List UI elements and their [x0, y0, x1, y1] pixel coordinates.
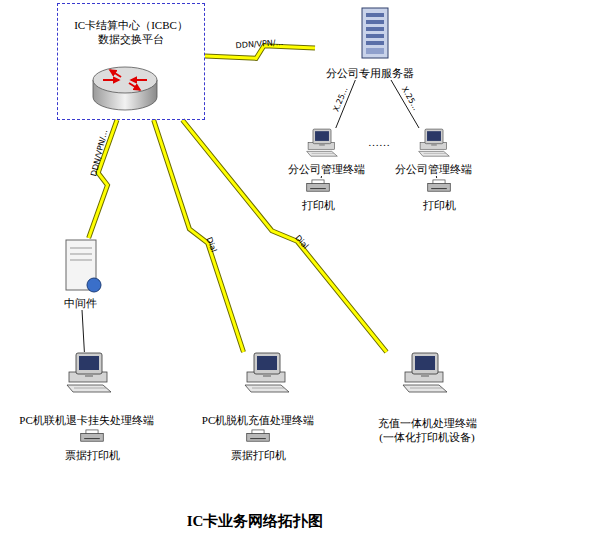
printer-icon [428, 180, 451, 191]
link-label: Dial [204, 235, 218, 253]
server-tower [362, 8, 388, 58]
link-stroke [182, 120, 386, 352]
link-line [321, 176, 322, 178]
link-bolt [182, 120, 386, 352]
printer-node: 打印机 [297, 178, 339, 212]
link-label: Dial [293, 233, 310, 251]
node-label: 分公司管理终端 [395, 162, 472, 176]
bolt-outline [154, 120, 244, 352]
link-stroke [154, 120, 244, 352]
server-base [366, 48, 384, 54]
middleware-slot [70, 254, 92, 255]
router-arrow [129, 83, 140, 90]
node-label: 票据打印机 [65, 448, 120, 462]
node-label: PC机脱机充值处理终端 [202, 413, 314, 427]
node-label: 中间件 [64, 296, 97, 310]
node-label: IC卡结算中心（ICBC） 数据交换平台 [62, 18, 200, 46]
router-top [93, 67, 157, 93]
link-line [82, 310, 84, 352]
server-bay [366, 34, 384, 38]
link-stroke [89, 120, 117, 238]
link-label: X.25... [331, 85, 349, 112]
router-arrow [110, 70, 121, 77]
node-label: 分公司专用服务器 [326, 66, 414, 80]
printer-icon [81, 430, 104, 441]
link-stroke [82, 310, 84, 352]
link-line [436, 176, 437, 178]
node-label: 打印机 [302, 198, 335, 212]
terminal-node: PC机脱机充值处理终端 [188, 352, 328, 427]
link-stroke [321, 176, 322, 178]
node-label: PC机联机退卡挂失处理终端 [19, 413, 153, 427]
link-label: X.25... [399, 85, 420, 112]
node-label: 分公司管理终端 [288, 162, 365, 176]
ellipsis-label: …… [368, 136, 390, 148]
server-node: 分公司专用服务器 [315, 8, 425, 80]
link-bolt [89, 120, 117, 238]
bolt-outline [182, 120, 386, 352]
server-bay [366, 13, 384, 17]
server-bay [366, 41, 384, 45]
server-bay [366, 27, 384, 31]
terminal-icon [403, 353, 447, 392]
server-bay [366, 20, 384, 24]
terminal-node: 分公司管理终端 [278, 128, 374, 176]
router-arrow [131, 79, 147, 81]
link-stroke [436, 176, 437, 178]
terminal-icon [245, 353, 289, 392]
middleware-slot [70, 248, 92, 249]
link-bolt [154, 120, 244, 352]
terminal-node: 分公司管理终端 [385, 128, 481, 176]
middleware-slot [70, 260, 92, 261]
node-label: 打印机 [423, 198, 456, 212]
diagram-caption: IC卡业务网络拓扑图 [0, 512, 510, 531]
router-arrow [103, 79, 119, 81]
middleware-globe [87, 278, 101, 292]
node-label: 票据打印机 [231, 448, 286, 462]
printer-node: 票据打印机 [62, 428, 122, 462]
bolt-outline [89, 120, 117, 238]
node-label: 充值一体机处理终端 (一体化打印机设备) [352, 416, 502, 444]
printer-node: 票据打印机 [228, 428, 288, 462]
printer-node: 打印机 [418, 178, 460, 212]
terminal-node: PC机联机退卡挂失处理终端 [4, 352, 169, 427]
platform-band: IC卡结算中心（ICBC） 数据交换平台 [57, 3, 205, 120]
terminal-icon [419, 129, 450, 156]
terminal-icon [67, 353, 111, 392]
middleware-node: 中间件 [50, 238, 110, 310]
terminal-node: 充值一体机处理终端 (一体化打印机设备) [352, 352, 502, 444]
terminal-icon [307, 129, 338, 156]
printer-icon [247, 430, 270, 441]
printer-icon [307, 180, 330, 191]
